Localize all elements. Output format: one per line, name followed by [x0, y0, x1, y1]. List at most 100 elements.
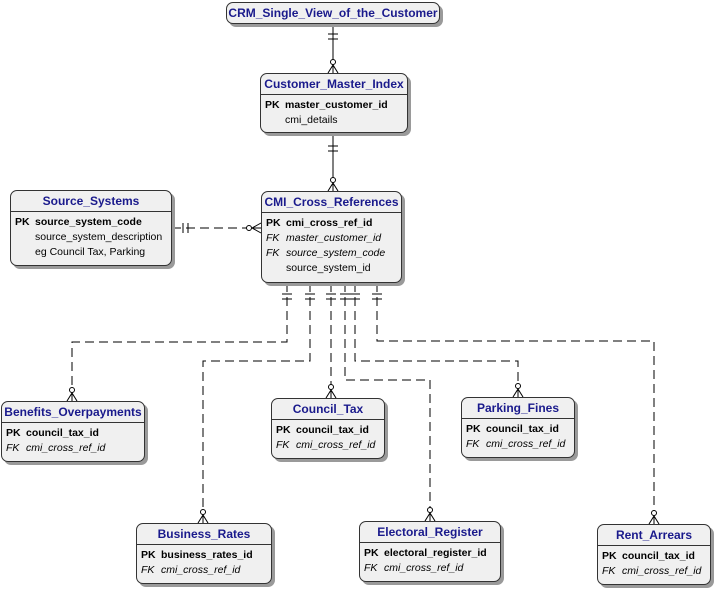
attribute-row: FK master_customer_id — [266, 231, 397, 246]
entity-title: Business_Rates — [137, 524, 271, 545]
zero-marker — [330, 177, 336, 183]
crows-foot-marker — [71, 392, 78, 402]
attribute-name: cmi_cross_ref_id — [384, 562, 464, 574]
entity-title: Electoral_Register — [360, 522, 500, 543]
key-marker — [15, 245, 35, 260]
key-marker: PK — [266, 217, 281, 229]
attribute-name: eg Council Tax, Parking — [35, 246, 146, 258]
attribute-row: FK cmi_cross_ref_id — [6, 441, 140, 456]
attribute-row: PK cmi_cross_ref_id — [266, 216, 397, 231]
key-marker: PK — [602, 550, 617, 562]
zero-marker — [328, 384, 334, 390]
attribute-row: cmi_details — [265, 113, 403, 128]
key-marker: PK — [466, 423, 481, 435]
key-marker: PK — [15, 216, 30, 228]
attribute-name: business_rates_id — [161, 549, 253, 561]
attribute-row: FK cmi_cross_ref_id — [602, 564, 706, 579]
crows-foot-marker — [66, 392, 73, 402]
entity-benefits-overpayments[interactable]: Benefits_Overpayments PK council_tax_id … — [1, 401, 145, 462]
attribute-row: FK cmi_cross_ref_id — [141, 563, 267, 578]
key-marker: FK — [266, 247, 280, 259]
attribute-row: PK electoral_register_id — [364, 546, 496, 561]
zero-marker — [69, 387, 75, 393]
attribute-row: PK council_tax_id — [276, 423, 380, 438]
entity-parking-fines[interactable]: Parking_Fines PK council_tax_id FK cmi_c… — [461, 397, 575, 458]
attribute-row: FK source_system_code — [266, 246, 397, 261]
attribute-name: master_customer_id — [285, 99, 388, 111]
entity-crm-single-view-of-the-customer[interactable]: CRM_Single_View_of_the_Customer — [226, 2, 440, 24]
attribute-name: cmi_cross_ref_id — [26, 442, 106, 454]
attribute-name: council_tax_id — [296, 424, 369, 436]
relationship-line — [71, 283, 288, 401]
attribute-name: council_tax_id — [486, 423, 559, 435]
entity-business-rates[interactable]: Business_Rates PK business_rates_id FK c… — [136, 523, 272, 584]
key-marker — [265, 113, 285, 128]
crows-foot-marker — [330, 389, 337, 399]
crows-foot-marker — [202, 514, 209, 524]
attribute-row: PK business_rates_id — [141, 548, 267, 563]
attribute-row: FK cmi_cross_ref_id — [466, 437, 570, 452]
attribute-name: cmi_cross_ref_id — [486, 438, 566, 450]
attribute-name: cmi_cross_ref_id — [161, 564, 241, 576]
entity-electoral-register[interactable]: Electoral_Register PK electoral_register… — [359, 521, 501, 582]
entity-title: CMI_Cross_References — [262, 192, 401, 213]
key-marker: FK — [266, 232, 280, 244]
crows-foot-marker — [648, 515, 655, 525]
crows-foot-marker — [517, 388, 524, 398]
crows-foot-marker — [197, 514, 204, 524]
key-marker: PK — [265, 99, 280, 111]
key-marker: PK — [364, 547, 379, 559]
attribute-row: FK cmi_cross_ref_id — [364, 561, 496, 576]
entity-council-tax[interactable]: Council_Tax PK council_tax_id FK cmi_cro… — [271, 398, 385, 459]
key-marker: FK — [466, 438, 480, 450]
attribute-name: source_system_description — [35, 231, 163, 243]
zero-marker — [246, 225, 252, 231]
key-marker: PK — [276, 424, 291, 436]
key-marker: FK — [6, 442, 20, 454]
crows-foot-marker — [325, 389, 332, 399]
attribute-name: source_system_id — [286, 262, 371, 274]
entity-title: Parking_Fines — [462, 398, 574, 419]
crows-foot-marker — [424, 512, 431, 522]
key-marker: PK — [6, 427, 21, 439]
entity-source-systems[interactable]: Source_Systems PK source_system_code sou… — [10, 190, 172, 266]
entity-rent-arrears[interactable]: Rent_Arrears PK council_tax_id FK cmi_cr… — [597, 524, 711, 585]
key-marker: FK — [276, 439, 290, 451]
attribute-name: cmi_cross_ref_id — [286, 217, 373, 229]
key-marker: FK — [602, 565, 616, 577]
zero-marker — [427, 507, 433, 513]
zero-marker — [200, 509, 206, 515]
crows-foot-marker — [512, 388, 519, 398]
key-marker: FK — [141, 564, 155, 576]
crows-foot-marker — [429, 512, 436, 522]
attribute-name: electoral_register_id — [384, 547, 487, 559]
crows-foot-marker — [332, 64, 339, 74]
relationship-line — [202, 283, 311, 523]
relationship-line — [376, 283, 655, 524]
attribute-row: eg Council Tax, Parking — [15, 245, 167, 260]
entity-title: CRM_Single_View_of_the_Customer — [228, 6, 438, 20]
attribute-name: cmi_cross_ref_id — [296, 439, 376, 451]
entity-title: Rent_Arrears — [598, 525, 710, 546]
key-marker — [266, 261, 286, 276]
crows-foot-marker — [327, 64, 334, 74]
crows-foot-marker — [251, 227, 262, 234]
attribute-row: FK cmi_cross_ref_id — [276, 438, 380, 453]
crows-foot-marker — [332, 182, 339, 192]
entity-title: Source_Systems — [11, 191, 171, 212]
attribute-row: PK council_tax_id — [6, 426, 140, 441]
zero-marker — [651, 510, 657, 516]
attribute-row: source_system_id — [266, 261, 397, 276]
crows-foot-marker — [653, 515, 660, 525]
attribute-name: master_customer_id — [286, 232, 382, 244]
entity-title: Benefits_Overpayments — [2, 402, 144, 423]
entity-customer-master-index[interactable]: Customer_Master_Index PK master_customer… — [260, 73, 408, 133]
key-marker: PK — [141, 549, 156, 561]
entity-title: Council_Tax — [272, 399, 384, 420]
attribute-row: PK council_tax_id — [602, 549, 706, 564]
zero-marker — [330, 59, 336, 65]
attribute-row: source_system_description — [15, 230, 167, 245]
crows-foot-marker — [327, 182, 334, 192]
entity-cmi-cross-references[interactable]: CMI_Cross_References PK cmi_cross_ref_id… — [261, 191, 402, 283]
